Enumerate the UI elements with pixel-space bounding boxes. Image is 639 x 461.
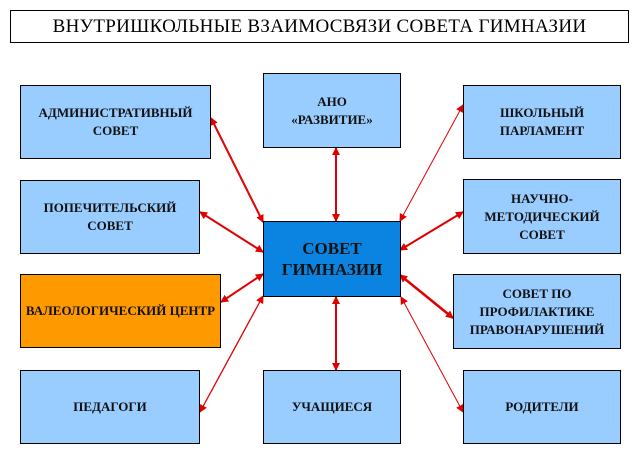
arrow-valeo: [220, 273, 264, 303]
node-teachers: ПЕДАГОГИ: [20, 370, 200, 444]
diagram-title: ВНУТРИШКОЛЬНЫЕ ВЗАИМОСВЯЗИ СОВЕТА ГИМНАЗ…: [10, 10, 629, 43]
node-valeological-center: ВАЛЕОЛОГИЧЕСКИЙ ЦЕНТР: [20, 274, 221, 348]
node-ano-development: АНО «РАЗВИТИЕ»: [263, 73, 401, 148]
node-offense-prevention-council: СОВЕТ ПО ПРОФИЛАКТИКЕ ПРАВОНАРУШЕНИЙ: [453, 274, 621, 349]
arrow-methodical: [399, 211, 464, 251]
node-students: УЧАЩИЕСЯ: [263, 370, 401, 444]
arrow-prevention: [399, 274, 454, 319]
arrow-teachers: [199, 295, 264, 413]
node-trustee-council: ПОПЕЧИТЕЛЬСКИЙ СОВЕТ: [20, 180, 200, 254]
node-parents: РОДИТЕЛИ: [463, 370, 621, 444]
node-administrative-council: АДМИНИСТРАТИВНЫЙ СОВЕТ: [20, 85, 211, 159]
node-scientific-methodical-council: НАУЧНО-МЕТОДИЧЕСКИЙ СОВЕТ: [463, 179, 621, 254]
node-gymnasium-council: СОВЕТ ГИМНАЗИИ: [263, 221, 401, 297]
arrow-trustees: [199, 211, 264, 253]
arrow-admin: [210, 117, 264, 223]
arrow-parents: [400, 296, 464, 413]
node-school-parliament: ШКОЛЬНЫЙ ПАРЛАМЕНТ: [463, 85, 621, 159]
arrow-parliament: [399, 104, 464, 222]
